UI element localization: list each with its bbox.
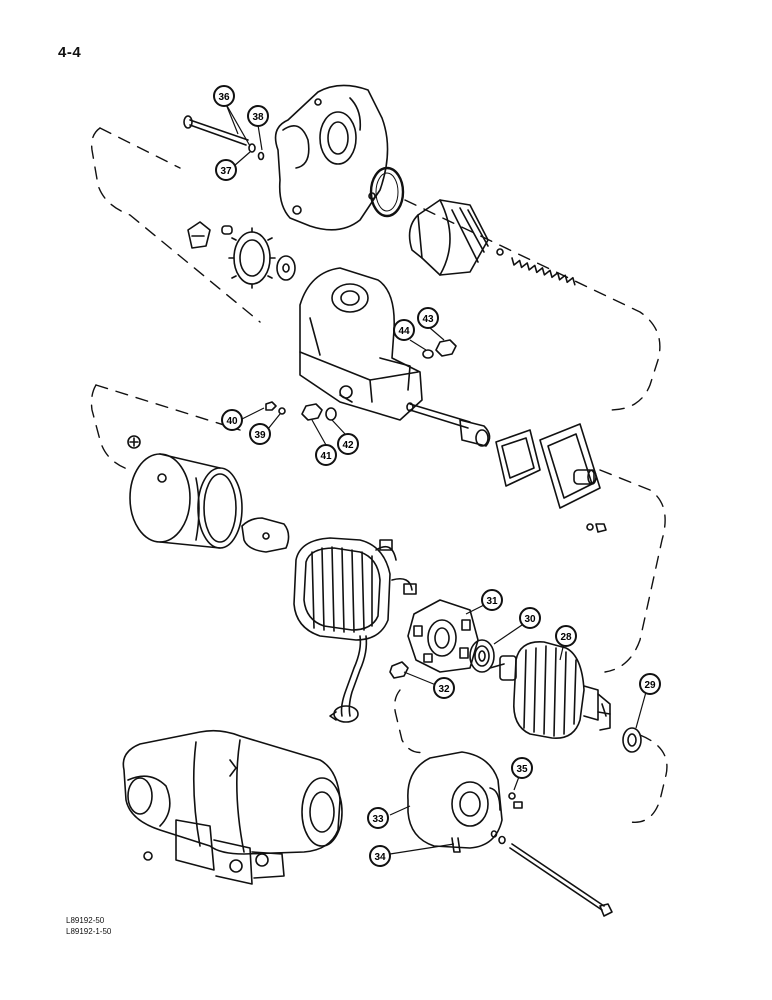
bearing-29	[622, 727, 642, 753]
callout-label: 40	[226, 416, 238, 427]
callout-31: 31	[481, 589, 503, 611]
callout-label: 38	[252, 112, 264, 123]
group-outline-lower	[393, 689, 668, 824]
retainer-clip	[187, 221, 211, 249]
washer-39	[278, 407, 286, 415]
armature	[489, 641, 611, 739]
callout-41: 41	[315, 444, 337, 466]
callout-35: 35	[511, 757, 533, 779]
brush-32	[389, 661, 409, 679]
brush-holder	[407, 599, 479, 673]
screw-35	[513, 801, 523, 809]
callout-label: 35	[516, 764, 528, 775]
o-ring-inner	[375, 172, 399, 212]
callout-label: 28	[560, 632, 572, 643]
callout-label: 29	[644, 680, 656, 691]
callout-label: 34	[374, 852, 386, 863]
gear-housing	[299, 267, 423, 421]
drawing-code: L89192-50	[66, 916, 105, 925]
screw-35-washer	[508, 792, 516, 800]
flat-washer	[276, 255, 296, 281]
callout-label: 44	[398, 326, 410, 337]
through-bolt-lower	[509, 843, 613, 917]
screw-small	[127, 435, 141, 449]
pin	[221, 225, 233, 235]
pinion-clutch	[408, 199, 504, 276]
drawing-code: L89192-1-50	[66, 927, 112, 936]
drive-end-housing	[274, 84, 389, 231]
callout-38: 38	[247, 105, 269, 127]
callout-label: 43	[422, 314, 434, 325]
washer-38	[257, 151, 265, 161]
callout-markers: 36 38 37 44 43 40	[213, 85, 661, 867]
gasket	[495, 429, 541, 487]
washer-42	[325, 407, 337, 421]
callout-33: 33	[367, 807, 389, 829]
group-outline-middle	[90, 384, 666, 673]
gasket-inner	[501, 437, 535, 479]
callout-label: 41	[320, 451, 332, 462]
lock-washer-37	[248, 143, 256, 153]
callout-37: 37	[215, 159, 237, 181]
callout-29: 29	[639, 673, 661, 695]
callout-label: 30	[524, 614, 536, 625]
nut-40	[265, 401, 277, 411]
drawing-codes: L89192-50 L89192-1-50	[66, 915, 111, 937]
callout-label: 39	[254, 430, 266, 441]
assembled-starter-motor	[122, 729, 343, 885]
callout-28: 28	[555, 625, 577, 647]
callout-label: 32	[438, 684, 450, 695]
pole-shoe	[241, 517, 290, 553]
callout-34: 34	[369, 845, 391, 867]
solenoid-end-cover	[539, 423, 601, 509]
cover-screw-washer	[586, 523, 594, 531]
flat-washer-hole	[282, 263, 290, 273]
solenoid-plunger	[406, 402, 491, 447]
field-coil	[293, 537, 417, 641]
page-number: 4-4	[58, 44, 82, 61]
idler-gear	[228, 227, 276, 289]
commutator-end-frame	[407, 751, 503, 853]
callout-43: 43	[417, 307, 439, 329]
terminal-stud	[339, 385, 353, 403]
callout-label: 37	[220, 166, 232, 177]
callout-42: 42	[337, 433, 359, 455]
callout-44: 44	[393, 319, 415, 341]
washer-44	[422, 349, 434, 359]
callout-32: 32	[433, 677, 455, 699]
leader-lines	[225, 103, 647, 855]
nut-41	[301, 403, 323, 421]
callout-39: 39	[249, 423, 271, 445]
callout-label: 31	[486, 596, 498, 607]
through-bolt-upper	[183, 115, 249, 146]
callout-40: 40	[221, 409, 243, 431]
field-frame-yoke	[129, 453, 243, 549]
nut-43	[435, 339, 457, 357]
group-outline-upper	[90, 127, 661, 411]
callout-label: 42	[342, 440, 354, 451]
callout-30: 30	[519, 607, 541, 629]
return-spring	[511, 257, 576, 286]
washer-lower-2	[498, 835, 506, 845]
cover-screw	[595, 523, 607, 533]
lead-wire	[329, 635, 368, 723]
callout-36: 36	[213, 85, 235, 107]
callout-label: 33	[372, 814, 384, 825]
callout-label: 36	[218, 92, 230, 103]
bearing-30	[469, 639, 495, 673]
o-ring	[369, 166, 405, 218]
washer-lower-1	[490, 830, 498, 838]
